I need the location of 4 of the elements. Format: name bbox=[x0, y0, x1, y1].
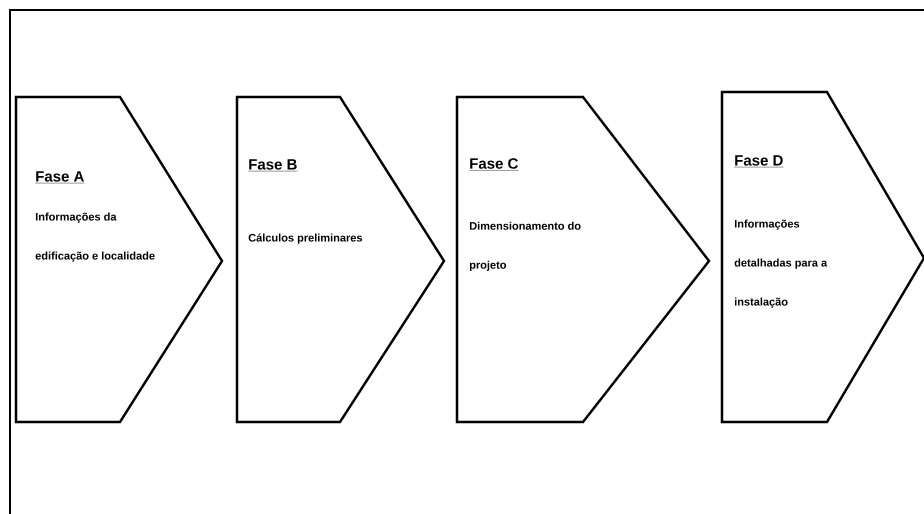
chevron-box: Fase C Dimensionamento do projeto bbox=[456, 96, 711, 424]
chevron-box: Fase B Cálculos preliminares bbox=[236, 96, 446, 424]
chevron-box: Fase D Informações detalhadas para a instalação bbox=[720, 90, 924, 424]
chevron-box: Fase A Informações da edificação e localidade bbox=[14, 96, 224, 424]
